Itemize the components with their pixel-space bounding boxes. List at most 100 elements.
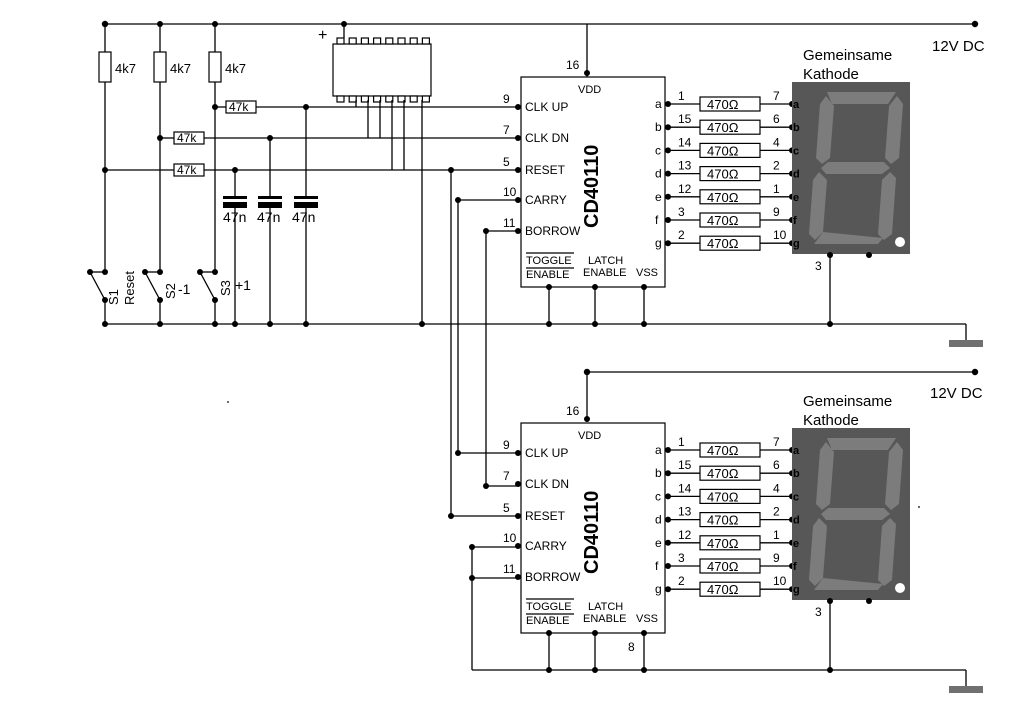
- display-segment-letter: c: [793, 145, 799, 157]
- display-segment-letter: d: [793, 515, 800, 527]
- output-segment-label: f: [655, 213, 659, 227]
- display-segment-letter: g: [793, 238, 800, 250]
- segment-resistor-label: 470Ω: [707, 143, 739, 158]
- ic-name: CD40110: [581, 145, 603, 228]
- pullup-label-1: 4k7: [115, 61, 136, 76]
- output-segment-label: b: [655, 120, 662, 134]
- latch-enable-label: ENABLE: [583, 267, 626, 279]
- latch-label: LATCH: [588, 601, 623, 613]
- cd40110-body: [520, 422, 666, 634]
- ic-pin: [385, 37, 394, 45]
- input-pin-label: RESET: [525, 163, 566, 177]
- output-pin-number: 3: [678, 205, 685, 219]
- vss-label: VSS: [636, 267, 658, 279]
- display-segment-letter: a: [793, 445, 800, 457]
- supply-label-top: 12V DC: [932, 38, 985, 55]
- display-segment-letter: g: [793, 584, 800, 596]
- segment-resistor-label: 470Ω: [707, 536, 739, 551]
- output-pin-number: 13: [678, 505, 692, 519]
- ic-pin: [348, 95, 357, 103]
- input-pin-number: 9: [503, 438, 510, 452]
- switch-s3-name: S3: [218, 280, 233, 296]
- switch-s1-name: S1: [106, 289, 121, 305]
- display-segment-e: [809, 518, 827, 586]
- capacitors: 47n 47n 47n: [223, 104, 318, 324]
- display-segment-letter: f: [793, 561, 797, 573]
- display-segment-letter: c: [793, 491, 799, 503]
- supply-label-bottom: 12V DC: [930, 385, 983, 402]
- ground-rail-1: [102, 321, 983, 347]
- display-pin-number: 10: [773, 574, 787, 588]
- input-pin-label: BORROW: [525, 570, 581, 584]
- ic-pin: [409, 95, 418, 103]
- ic-pin: [421, 37, 430, 45]
- pullup-label-2: 4k7: [170, 61, 191, 76]
- display-pin-number: 6: [773, 458, 780, 472]
- output-pin-number: 2: [678, 228, 685, 242]
- segment-resistor-label: 470Ω: [707, 489, 739, 504]
- display-pin-number: 7: [773, 89, 780, 103]
- segment-resistor-label: 470Ω: [707, 513, 739, 528]
- series-label-1: 47k: [229, 100, 249, 114]
- display-pin-number: 6: [773, 112, 780, 126]
- ic-pin: [385, 95, 394, 103]
- output-segment-label: b: [655, 466, 662, 480]
- polarity-mark: +: [318, 27, 327, 44]
- input-pin-label: CARRY: [525, 193, 567, 207]
- display-segment-f: [816, 442, 834, 510]
- input-pin-label: CARRY: [525, 539, 567, 553]
- input-pin-number: 5: [503, 155, 510, 169]
- output-segment-label: g: [655, 236, 662, 250]
- vdd-label: VDD: [578, 430, 601, 442]
- display-segment-letter: d: [793, 169, 800, 181]
- display-segment-letter: b: [793, 122, 800, 134]
- switches: S1 Reset S2 -1 S3 +1: [87, 269, 251, 324]
- input-pin-label: CLK UP: [525, 446, 568, 460]
- common-pin-number: 3: [815, 605, 822, 619]
- switch-s2-name: S2: [163, 283, 178, 299]
- display-segment-letter: b: [793, 468, 800, 480]
- output-segment-label: f: [655, 559, 659, 573]
- input-pin-label: CLK DN: [525, 131, 569, 145]
- cd40110-body: [520, 76, 666, 288]
- display-pin-number: 1: [773, 182, 780, 196]
- display-segment-c: [878, 518, 896, 586]
- display-pin-number: 9: [773, 205, 780, 219]
- switch-s1-function: Reset: [122, 271, 137, 305]
- ic-pin: [336, 95, 345, 103]
- output-segment-label: a: [655, 97, 662, 111]
- input-pin-number: 5: [503, 501, 510, 515]
- input-pin-number: 9: [503, 92, 510, 106]
- display-segment-b: [885, 96, 903, 164]
- pullup-resistors: 4k7 4k7 4k7: [98, 21, 246, 272]
- display-title-line1: Gemeinsame: [803, 47, 892, 64]
- output-pin-number: 15: [678, 458, 692, 472]
- segment-resistor-label: 470Ω: [707, 190, 739, 205]
- ic-pin: [397, 95, 406, 103]
- output-pin-number: 3: [678, 551, 685, 565]
- display-segment-b: [885, 442, 903, 510]
- output-pin-number: 12: [678, 182, 692, 196]
- output-pin-number: 12: [678, 528, 692, 542]
- input-pin-label: BORROW: [525, 224, 581, 238]
- display-segment-a: [827, 438, 896, 450]
- series-resistors: 47k 47k 47k: [102, 100, 518, 177]
- display-segment-f: [816, 96, 834, 164]
- cap-label-3: 47n: [292, 209, 315, 225]
- display-pin-number: 10: [773, 228, 787, 242]
- switch-s2-function: -1: [178, 281, 191, 297]
- output-pin-number: 14: [678, 481, 692, 495]
- vdd-pin-number: 16: [566, 58, 580, 72]
- segment-resistor-label: 470Ω: [707, 236, 739, 251]
- output-segment-label: d: [655, 167, 662, 181]
- display-pin-number: 9: [773, 551, 780, 565]
- ic-pin: [421, 95, 430, 103]
- output-pin-number: 13: [678, 159, 692, 173]
- cap-label-2: 47n: [257, 209, 280, 225]
- vss-pin-number: 8: [628, 640, 635, 654]
- output-segment-label: c: [655, 489, 661, 503]
- display-pin-number: 1: [773, 528, 780, 542]
- display-segment-g: [821, 508, 890, 520]
